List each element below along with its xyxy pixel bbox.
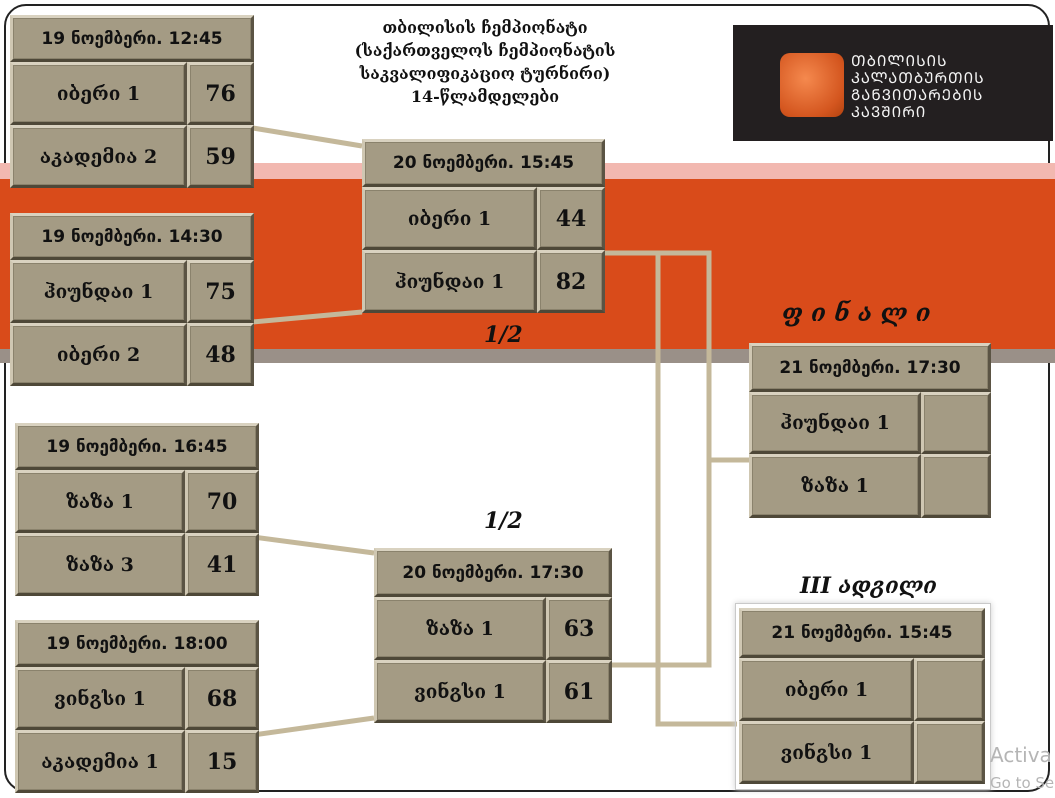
team-name: იბერი 1 <box>362 187 537 250</box>
team-name: ვინგსი 1 <box>15 667 185 730</box>
team-name: ვინგსი 1 <box>374 660 546 723</box>
team-score: 68 <box>185 667 259 730</box>
team-name: ვინგსი 1 <box>739 721 914 784</box>
team-score: 63 <box>546 597 612 660</box>
match-date: 21 ნოემბერი. 17:30 <box>749 343 991 392</box>
logo-text: ᲗᲑᲘᲚᲘᲡᲘᲡ ᲙᲐᲚᲐᲗᲑᲣᲠᲗᲘᲡ ᲒᲐᲜᲕᲘᲗᲐᲠᲔᲑᲘᲡ ᲙᲐᲕᲨᲘᲠ… <box>851 52 985 121</box>
match-date: 19 ნოემბერი. 14:30 <box>10 213 254 260</box>
match-date: 21 ნოემბერი. 15:45 <box>739 608 985 658</box>
team-score: 76 <box>187 62 254 125</box>
bracket-line-s1-final <box>605 250 750 463</box>
team-score <box>921 454 991 518</box>
activation-watermark-subtitle: Go to Se <box>990 774 1055 792</box>
tournament-title: თბილისის ჩემპიონატი (საქართველოს ჩემპიონ… <box>335 16 635 108</box>
title-line-3: საკვალიფიკაციო ტურნირი) <box>359 64 611 83</box>
team-name: ჰიუნდაი 1 <box>10 260 187 323</box>
bracket-line-q3 <box>252 534 375 556</box>
bracket-line-s1-third <box>605 250 737 727</box>
label-semifinal-top: 1/2 <box>484 322 523 348</box>
match-date: 19 ნოემბერი. 12:45 <box>10 15 254 62</box>
team-score <box>921 392 991 454</box>
team-score: 48 <box>187 323 254 386</box>
team-score <box>914 658 985 721</box>
team-name: ზაზა 1 <box>749 454 921 518</box>
label-third-place: III ადგილი <box>800 573 937 599</box>
third-place-selection-frame <box>735 603 991 790</box>
team-score: 82 <box>537 250 605 313</box>
team-score: 44 <box>537 187 605 250</box>
federation-logo: ᲗᲑᲘᲚᲘᲡᲘᲡ ᲙᲐᲚᲐᲗᲑᲣᲠᲗᲘᲡ ᲒᲐᲜᲕᲘᲗᲐᲠᲔᲑᲘᲡ ᲙᲐᲕᲨᲘᲠ… <box>733 25 1053 141</box>
label-semifinal-bottom: 1/2 <box>484 508 523 534</box>
team-name: აკადემია 2 <box>10 125 187 188</box>
match-date: 19 ნოემბერი. 18:00 <box>15 620 259 667</box>
team-name: იბერი 1 <box>739 658 914 721</box>
bracket-line-q2 <box>252 309 363 325</box>
team-score: 61 <box>546 660 612 723</box>
activation-watermark-title: Activa <box>990 743 1052 767</box>
bracket-line-s2-final <box>612 460 712 668</box>
team-score: 70 <box>185 470 259 533</box>
team-score: 75 <box>187 260 254 323</box>
slide-frame <box>4 4 1050 792</box>
team-name: ზაზა 1 <box>374 597 546 660</box>
team-score: 59 <box>187 125 254 188</box>
title-line-4: 14-წლამდელები <box>410 87 560 106</box>
team-name: ჰიუნდაი 1 <box>749 392 921 454</box>
team-score: 41 <box>185 533 259 596</box>
team-name: იბერი 2 <box>10 323 187 386</box>
basketball-icon <box>780 53 844 117</box>
team-name: ზაზა 3 <box>15 533 185 596</box>
team-name: ზაზა 1 <box>15 470 185 533</box>
team-name: ჰიუნდაი 1 <box>362 250 537 313</box>
team-name: იბერი 1 <box>10 62 187 125</box>
match-date: 20 ნოემბერი. 17:30 <box>374 548 612 597</box>
title-line-2: (საქართველოს ჩემპიონატის <box>354 41 616 60</box>
match-date: 19 ნოემბერი. 16:45 <box>15 423 259 470</box>
team-name: აკადემია 1 <box>15 730 185 793</box>
title-line-1: თბილისის ჩემპიონატი <box>382 18 588 37</box>
bracket-line-q1 <box>252 125 363 149</box>
label-final: ფ ი ნ ა ლ ი <box>782 298 931 327</box>
bracket-line-q4 <box>252 715 375 738</box>
team-score: 15 <box>185 730 259 793</box>
match-date: 20 ნოემბერი. 15:45 <box>362 139 605 187</box>
team-score <box>914 721 985 784</box>
